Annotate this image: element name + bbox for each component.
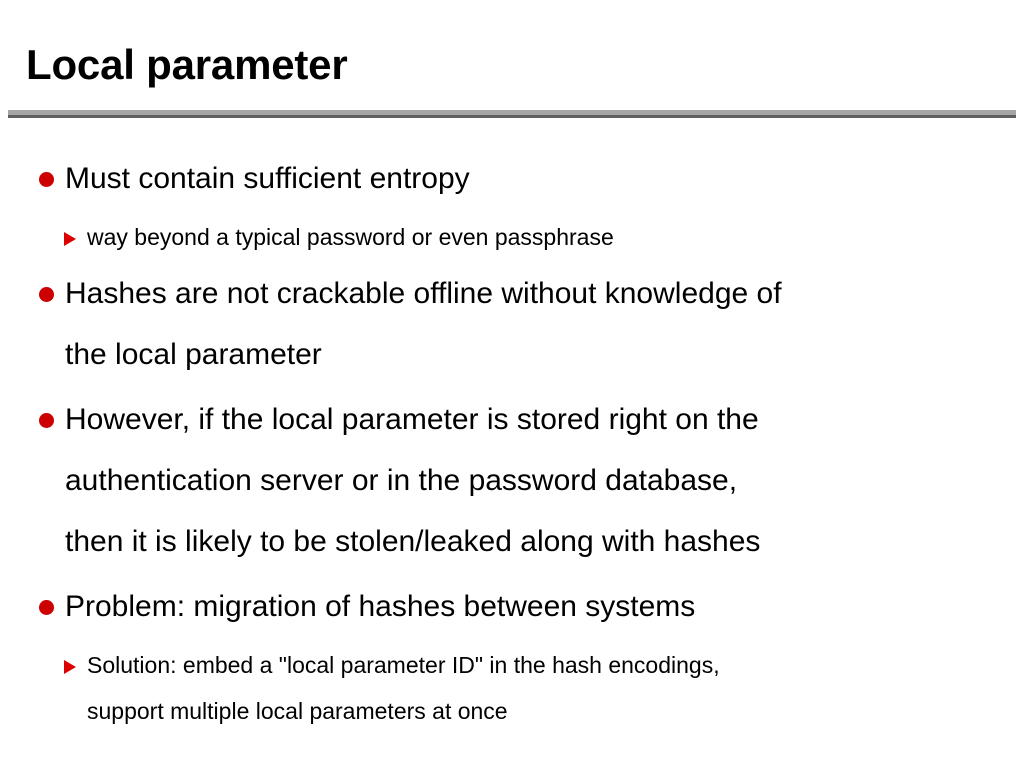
bullet-line: Hashes are not crackable offline without… [65,277,782,310]
bullet-line: authentication server or in the password… [65,464,738,497]
bullet-item: However, if the local parameter is store… [0,389,1005,572]
slide-body: Must contain sufficient entropy way beyo… [0,148,1024,737]
bullet-item: Must contain sufficient entropy [0,148,1005,209]
bullet-line: However, if the local parameter is store… [65,403,759,436]
bullet-line: the local parameter [65,338,322,371]
bullet-line: Solution: embed a "local parameter ID" i… [87,652,720,678]
bullet-line: Problem: migration of hashes between sys… [65,590,696,623]
triangle-bullet-icon [64,660,76,674]
bullet-item: Problem: migration of hashes between sys… [0,576,1005,637]
bullet-line: then it is likely to be stolen/leaked al… [65,525,761,558]
disc-bullet-icon [39,287,54,302]
bullet-line: way beyond a typical password or even pa… [87,224,614,250]
slide-title: Local parameter [26,41,348,88]
triangle-bullet-icon [64,232,76,246]
bullet-item: Hashes are not crackable offline without… [0,263,1005,385]
bullet-line: Must contain sufficient entropy [65,162,470,195]
bullet-line: support multiple local parameters at onc… [87,698,508,724]
disc-bullet-icon [39,413,54,428]
divider-highlight [8,110,1016,115]
disc-bullet-icon [39,600,54,615]
sub-bullet-item: Solution: embed a "local parameter ID" i… [0,641,1024,735]
title-divider-rule [8,110,1016,118]
sub-bullet-item: way beyond a typical password or even pa… [0,213,1024,261]
divider-shadow [8,115,1016,118]
disc-bullet-icon [39,172,54,187]
